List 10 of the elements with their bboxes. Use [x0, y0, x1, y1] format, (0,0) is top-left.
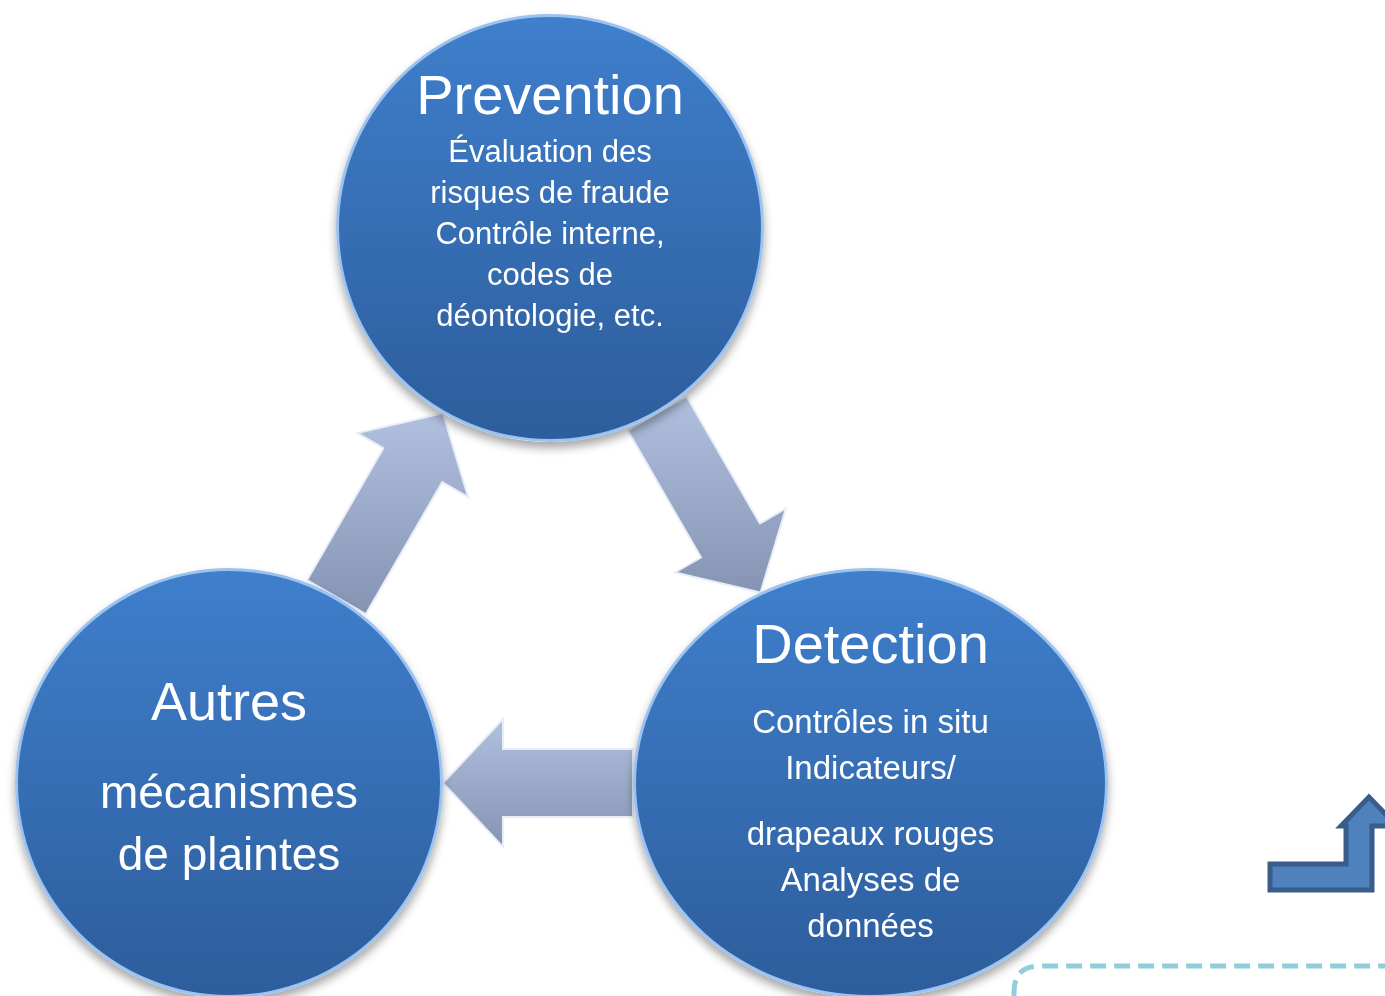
- node-title: Prevention: [416, 63, 684, 127]
- block-arrow: [626, 394, 788, 594]
- node-text: Contrôles in situ Indicateurs/: [751, 702, 990, 788]
- block-arrow: [305, 412, 470, 616]
- block-arrow: [441, 716, 634, 850]
- node-title: Detection: [752, 611, 989, 677]
- node-text: Évaluation des risques de fraude Contrôle interne, codes de déontologie, etc.: [429, 133, 671, 335]
- node-text: drapeaux rouges Analyses de données: [745, 814, 996, 946]
- node-text: mécanismes de plaintes: [98, 765, 360, 882]
- node-title: Autres: [150, 670, 308, 733]
